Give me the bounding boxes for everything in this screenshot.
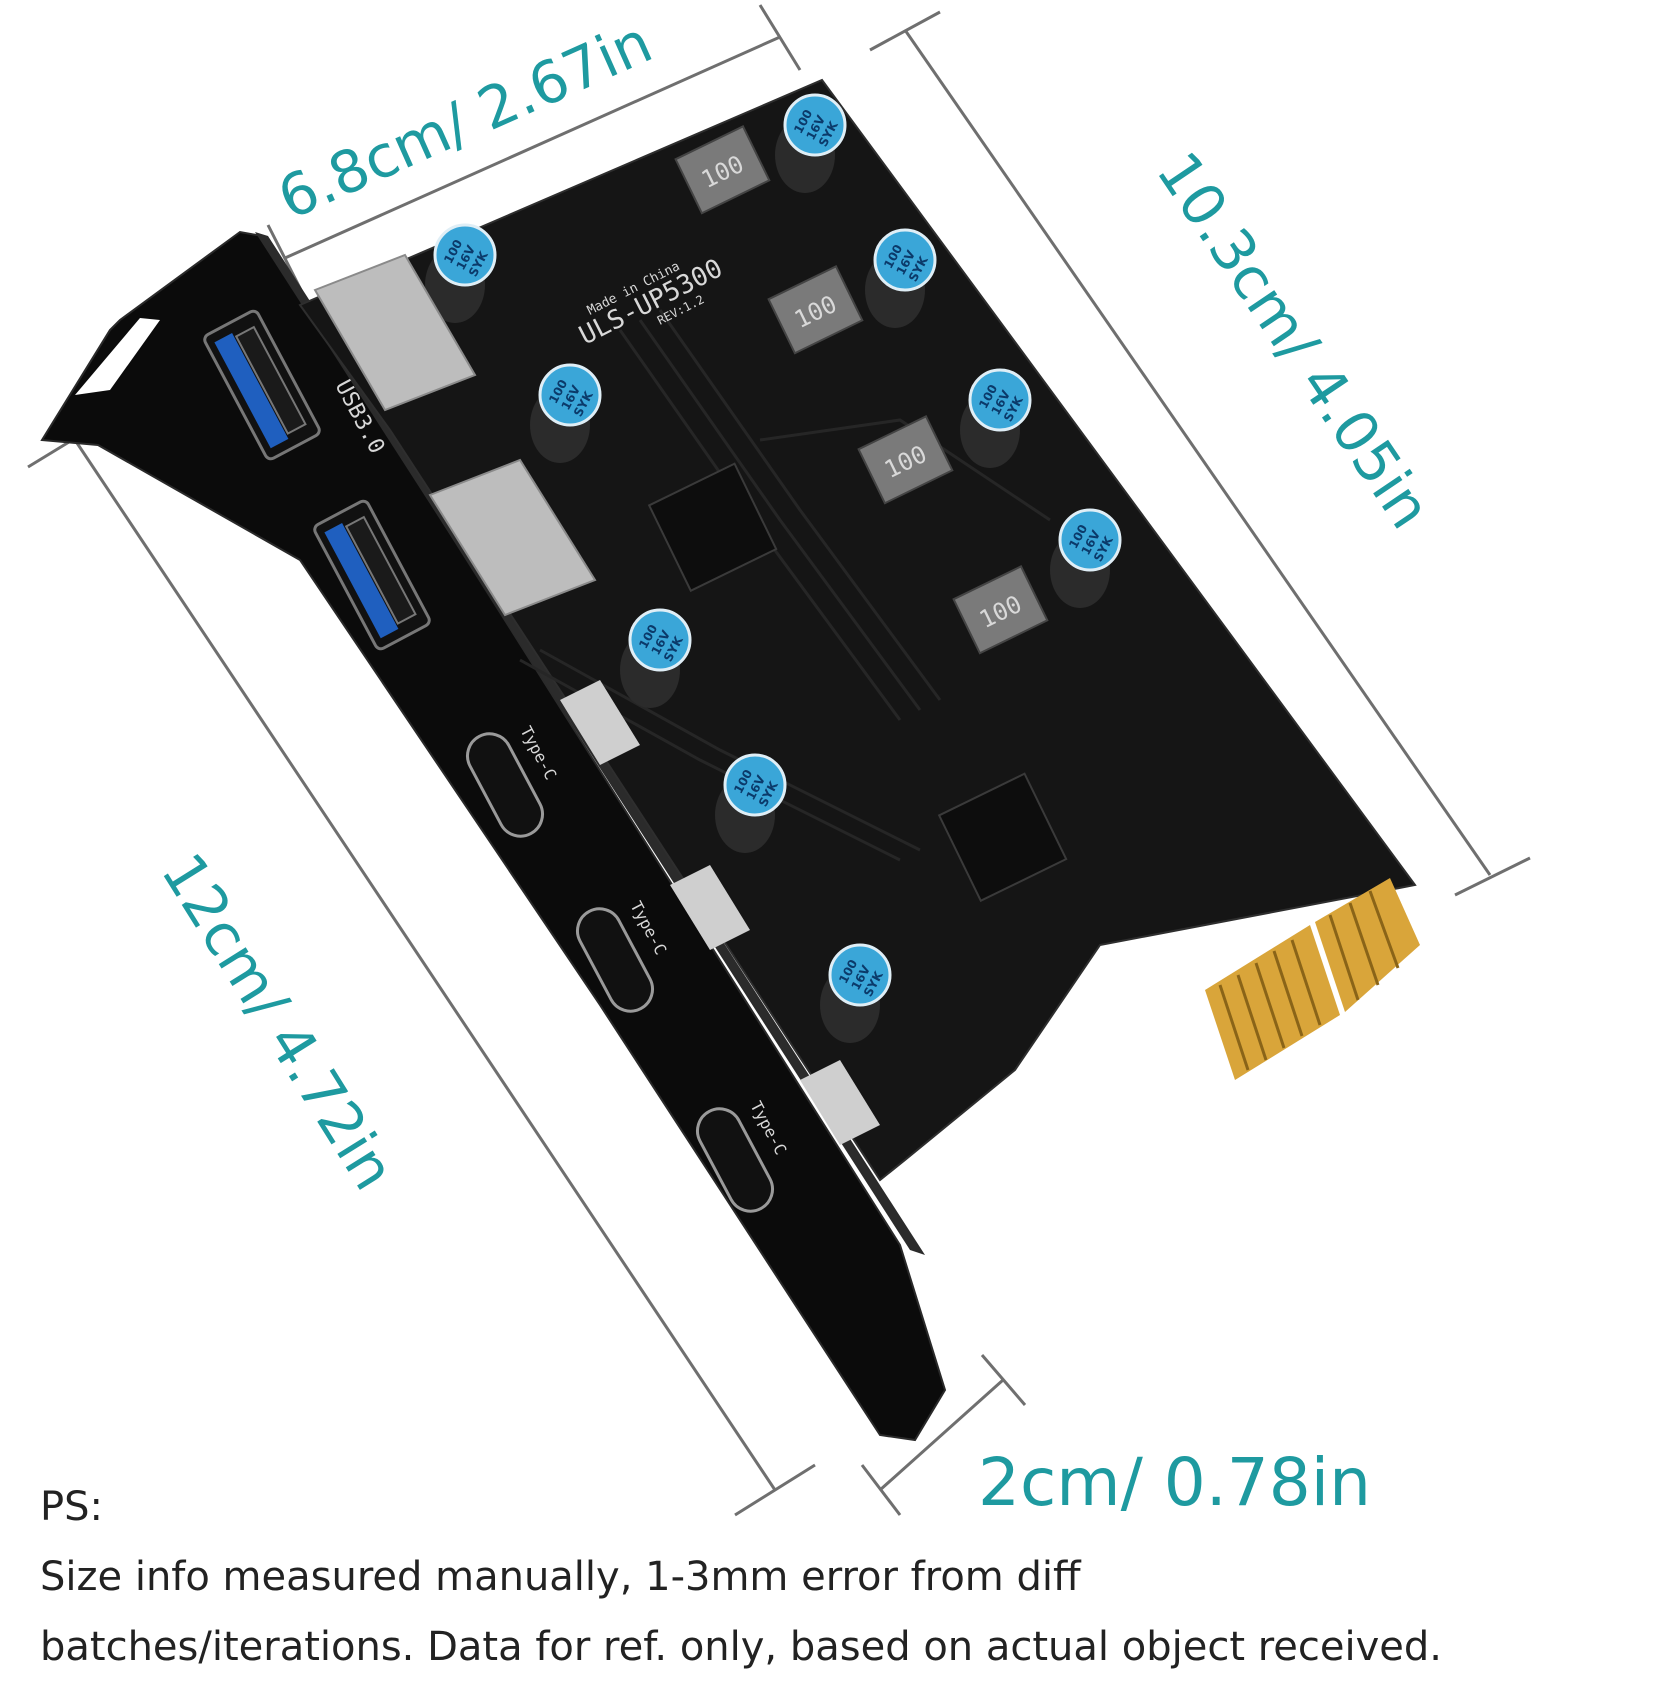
dimension-lines [27,4,1531,1517]
dim-line-top [284,35,781,260]
capacitors: 100 16V SYK 100 16V SYK 100 16V SYK [425,93,1122,1043]
controller-chips [647,462,1068,903]
dimension-bracket-depth-label: 2cm/ 0.78in [978,1444,1371,1521]
usb-a-port[interactable] [313,499,432,651]
type-c-port[interactable] [690,1101,780,1219]
dim-line-left [73,439,777,1491]
inductors: 100 100 100 100 [674,125,1049,655]
note-heading: PS: [40,1484,103,1530]
type-c-port[interactable] [460,726,550,844]
note-line-2: batches/iterations. Data for ref. only, … [40,1624,1442,1670]
pcb-board [298,78,1417,1182]
dimension-height-label: 10.3cm/ 4.05in [1143,140,1444,541]
dimension-bracket-length-label: 12cm/ 4.72in [148,841,408,1201]
type-c-headers [560,680,880,1145]
pcie-gold-fingers [1205,878,1420,1080]
usb-a-connectors [313,253,597,617]
usb-a-port[interactable] [203,309,322,461]
dim-line-right [903,29,1492,876]
type-c-port[interactable] [570,901,660,1019]
note-line-1: Size info measured manually, 1-3mm error… [40,1554,1081,1600]
dim-line-bottom [879,1378,1004,1492]
